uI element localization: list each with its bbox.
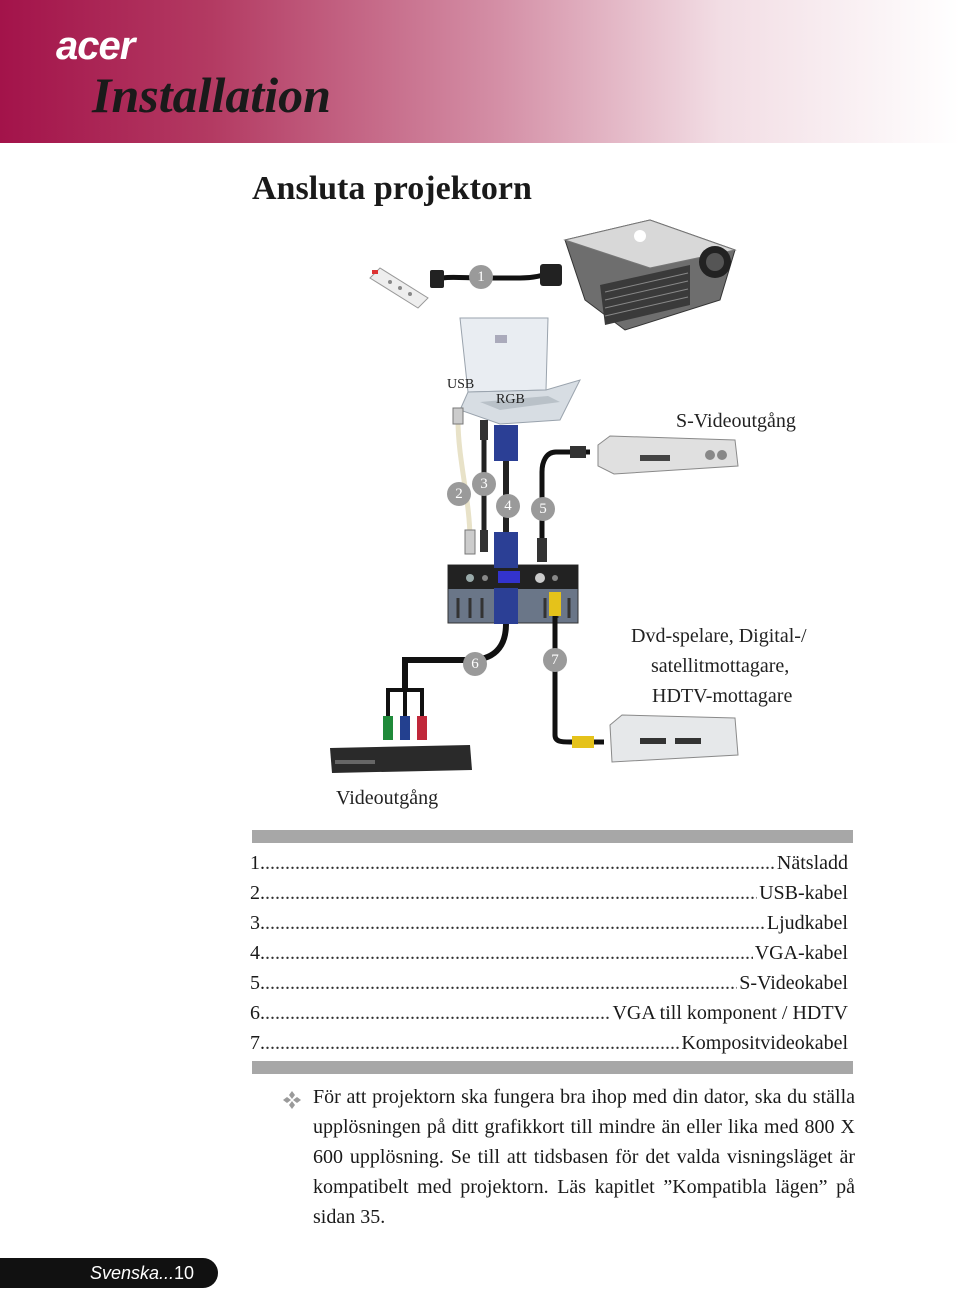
badge-4: 4	[496, 494, 520, 518]
legend-number: 7.	[250, 1032, 265, 1054]
legend-item: VGA till komponent / HDTV	[612, 1002, 848, 1024]
legend-row: 2. USB-kabel	[250, 875, 848, 905]
legend-row: 3. Ljudkabel	[250, 905, 848, 935]
dvd-player-icon	[597, 435, 739, 475]
legend-number: 4.	[250, 942, 265, 964]
hdtv-receiver-icon	[330, 745, 472, 773]
section-title: Installation	[92, 67, 331, 123]
dvd-label-line-1: Dvd-spelare, Digital-/	[631, 625, 807, 647]
legend-bottom-bar	[252, 1061, 853, 1074]
vga-component-cable	[383, 588, 518, 740]
note-text: För att projektorn ska fungera bra ihop …	[313, 1086, 855, 1228]
svideo-cable	[537, 446, 590, 562]
header-band	[0, 0, 960, 143]
legend-item: Kompositvideokabel	[681, 1032, 848, 1054]
legend-item: VGA-kabel	[754, 942, 848, 964]
footer-page-tab: Svenska... 10	[0, 1258, 218, 1288]
legend-item: USB-kabel	[759, 882, 848, 904]
legend-number: 1.	[250, 852, 265, 874]
badge-5: 5	[531, 497, 555, 521]
legend-item: Nätsladd	[776, 852, 848, 874]
legend-item: S-Videokabel	[739, 972, 848, 994]
legend-number: 6.	[250, 1002, 265, 1024]
legend-number: 5.	[250, 972, 265, 994]
page-number: 10	[174, 1263, 195, 1283]
legend-row: 7. Kompositvideokabel	[250, 1025, 848, 1055]
projector-icon	[563, 219, 737, 331]
legend-row: 5. S-Videokabel	[250, 965, 848, 995]
legend-item: Ljudkabel	[766, 912, 848, 934]
usb-label: USB	[447, 377, 475, 392]
footer-language: Svenska...	[90, 1263, 175, 1283]
connection-diagram	[330, 219, 739, 773]
svideo-out-label: S-Videoutgång	[676, 410, 796, 432]
dvd-label-line-2: satellitmottagare,	[651, 655, 790, 677]
laptop-icon	[459, 317, 581, 425]
legend-row: 6. VGA till komponent / HDTV	[250, 995, 848, 1025]
badge-6: 6	[463, 652, 487, 676]
power-strip-icon	[369, 267, 429, 309]
legend-row: 1. Nätsladd	[250, 845, 848, 875]
badge-3: 3	[472, 472, 496, 496]
legend-row: 4. VGA-kabel	[250, 935, 848, 965]
vga-cable	[494, 425, 518, 568]
power-cable	[430, 264, 562, 288]
acer-logo: acer	[56, 24, 135, 68]
legend-number: 3.	[250, 912, 265, 934]
vcr-icon	[609, 714, 739, 763]
rgb-label: RGB	[496, 392, 525, 407]
note-bullet-icon	[283, 1091, 301, 1109]
badge-7: 7	[543, 648, 567, 672]
video-out-label: Videoutgång	[336, 787, 439, 809]
page-heading: Ansluta projektorn	[252, 170, 532, 207]
cable-legend: 1. Nätsladd 2. USB-kabel 3. Ljudkabel 4. VGA…	[250, 845, 848, 1055]
badge-1: 1	[469, 265, 493, 289]
legend-number: 2.	[250, 882, 265, 904]
badge-2: 2	[447, 482, 471, 506]
dvd-label-line-3: HDTV-mottagare	[652, 685, 793, 707]
composite-cable	[549, 592, 604, 748]
usb-cable	[452, 407, 476, 555]
legend-top-bar	[252, 830, 853, 843]
